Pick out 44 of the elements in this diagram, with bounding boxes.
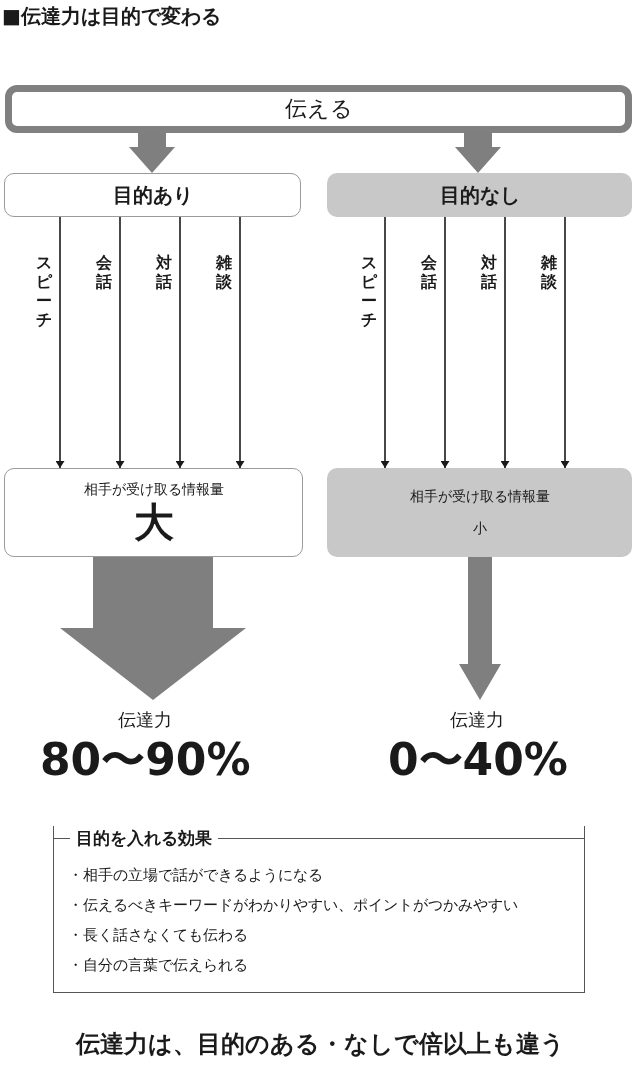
- edge-label: 会話: [95, 253, 113, 291]
- arrow: [441, 216, 449, 469]
- rounded-box: [327, 173, 632, 217]
- arrow: [116, 216, 124, 469]
- bullet-item: ・伝えるべきキーワードがわかりやすい、ポイントがつかみやすい: [68, 895, 518, 916]
- edge-label: 対話: [480, 253, 498, 291]
- block-arrow: [455, 133, 501, 173]
- block-arrow: [60, 557, 246, 700]
- caption: 伝達力は、目的のある・なしで倍以上も違う: [74, 1029, 566, 1060]
- box-label: 相手が受け取る情報量: [83, 480, 224, 499]
- box-label: 目的あり: [112, 181, 193, 209]
- percentage-value: 0〜40%: [388, 732, 568, 787]
- arrow: [561, 216, 569, 469]
- edge-label: 雑談: [215, 253, 233, 291]
- amount-label: 小: [472, 519, 487, 538]
- arrow: [176, 216, 184, 469]
- rounded-box: [5, 85, 632, 133]
- box-label: 目的なし: [439, 181, 520, 209]
- edge-label: 対話: [155, 253, 173, 291]
- bullet-item: ・自分の言葉で伝えられる: [68, 955, 248, 976]
- value-caption: 伝達力: [118, 707, 172, 732]
- block-arrow: [129, 133, 175, 173]
- arrow: [236, 216, 244, 469]
- title: ■伝達力は目的で変わる: [2, 3, 221, 30]
- edge-label: スピーチ: [35, 253, 53, 329]
- edge-label: 雑談: [540, 253, 558, 291]
- bullet-item: ・相手の立場で話ができるようになる: [68, 865, 323, 886]
- value-caption: 伝達力: [450, 707, 504, 732]
- block-arrow: [459, 557, 501, 700]
- rounded-box: [4, 468, 303, 557]
- arrow: [501, 216, 509, 469]
- framed-box: [53, 826, 585, 993]
- arrow: [381, 216, 389, 469]
- percentage-value: 80〜90%: [40, 732, 251, 787]
- box-label: 伝える: [284, 95, 353, 123]
- amount-label: 大: [133, 498, 174, 545]
- edge-label: スピーチ: [360, 253, 378, 329]
- bullet-item: ・長く話さなくても伝わる: [68, 925, 248, 946]
- box-heading: 目的を入れる効果: [76, 827, 212, 850]
- rounded-box: [4, 173, 301, 217]
- edge-label: 会話: [420, 253, 438, 291]
- box-label: 相手が受け取る情報量: [409, 487, 550, 506]
- rounded-box: [327, 468, 632, 557]
- arrow: [56, 216, 64, 469]
